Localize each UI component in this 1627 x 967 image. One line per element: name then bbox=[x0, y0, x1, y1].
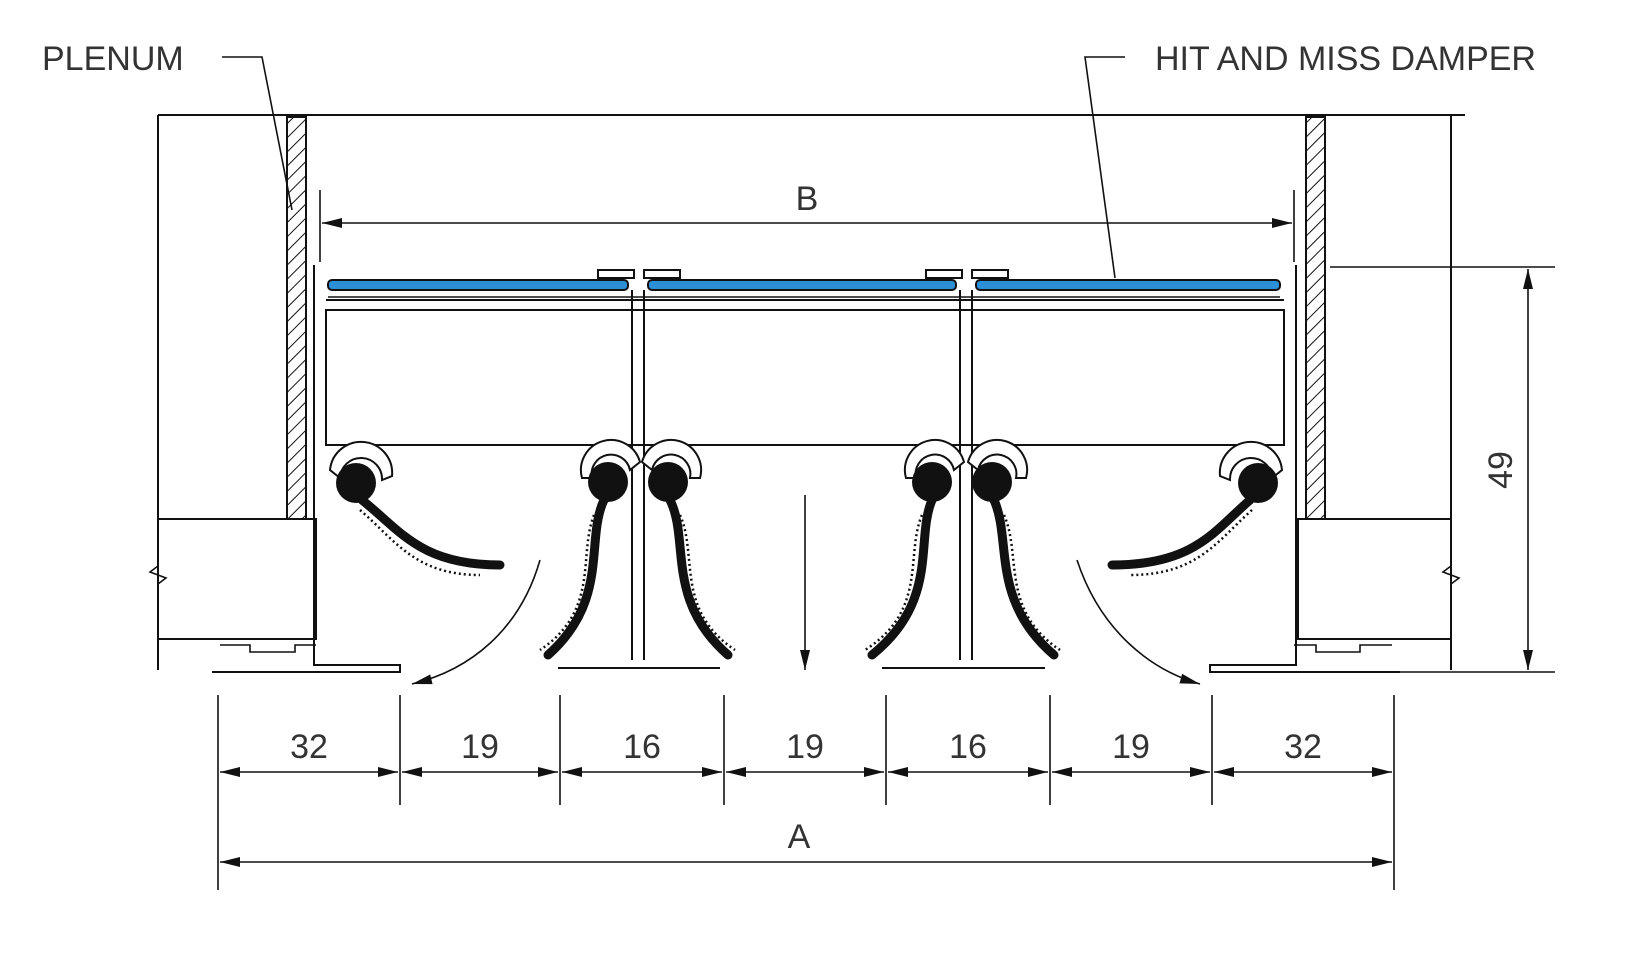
brush-deflectors bbox=[328, 438, 1284, 660]
dimension-height bbox=[1330, 266, 1555, 673]
damper-leader bbox=[1084, 56, 1125, 279]
damper-callout-label: HIT AND MISS DAMPER bbox=[1155, 40, 1536, 78]
segment-label-1: 32 bbox=[290, 728, 328, 766]
plenum-wall-left bbox=[286, 116, 307, 520]
segment-dimensions bbox=[217, 695, 1395, 890]
dimension-a-label: A bbox=[788, 818, 811, 856]
airflow-arrows bbox=[411, 495, 1201, 685]
plenum-wall-right bbox=[1305, 116, 1326, 520]
segment-label-2: 19 bbox=[461, 728, 499, 766]
plenum-callout-label: PLENUM bbox=[42, 40, 184, 78]
dimension-b-label: B bbox=[796, 180, 819, 218]
segment-label-6: 19 bbox=[1112, 728, 1150, 766]
damper-blades bbox=[327, 279, 1281, 298]
segment-label-5: 16 bbox=[949, 728, 987, 766]
segment-label-3: 16 bbox=[623, 728, 661, 766]
plenum-leader bbox=[222, 56, 293, 211]
ceiling-tile-left bbox=[148, 518, 317, 640]
damper-blade-middle bbox=[647, 279, 957, 291]
damper-blade-right bbox=[975, 279, 1281, 291]
dimension-height-label: 49 bbox=[1482, 451, 1520, 489]
segment-label-4: 19 bbox=[786, 728, 824, 766]
ceiling-tile-right bbox=[1297, 518, 1461, 640]
dimension-b bbox=[319, 190, 1295, 262]
segment-label-7: 32 bbox=[1284, 728, 1322, 766]
diffuser-frame bbox=[212, 265, 1400, 673]
damper-blade-left bbox=[327, 279, 629, 291]
